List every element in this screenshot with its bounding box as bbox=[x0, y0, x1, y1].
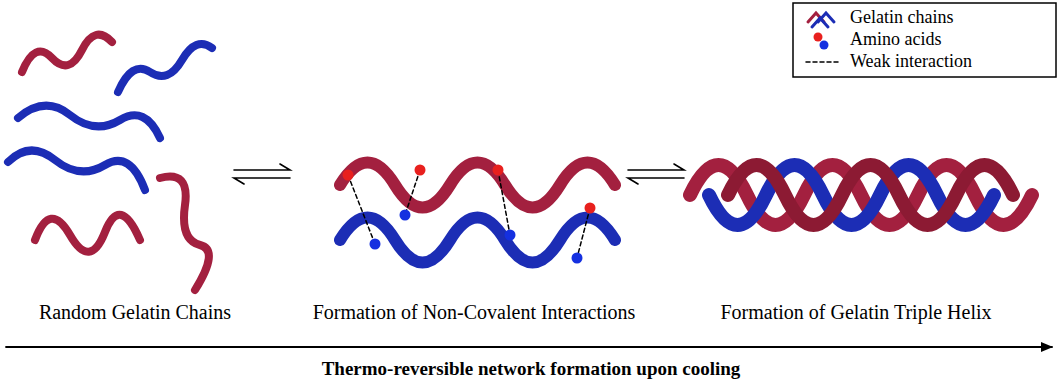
interacting-chains bbox=[340, 163, 615, 264]
legend-text: Weak interaction bbox=[850, 51, 972, 72]
legend-samples bbox=[806, 13, 840, 62]
triple-helix bbox=[690, 165, 1032, 225]
stage-label: Random Gelatin Chains bbox=[39, 301, 231, 324]
stage-label: Formation of Non-Covalent Interactions bbox=[313, 301, 636, 324]
legend-frame bbox=[793, 3, 1056, 77]
process-arrow bbox=[6, 346, 1052, 348]
process-label: Thermo-reversible network formation upon… bbox=[322, 358, 741, 380]
stage-label: Formation of Gelatin Triple Helix bbox=[720, 301, 991, 324]
legend-text: Amino acids bbox=[850, 29, 942, 50]
legend-text: Gelatin chains bbox=[850, 7, 953, 28]
random-chains bbox=[8, 35, 212, 290]
